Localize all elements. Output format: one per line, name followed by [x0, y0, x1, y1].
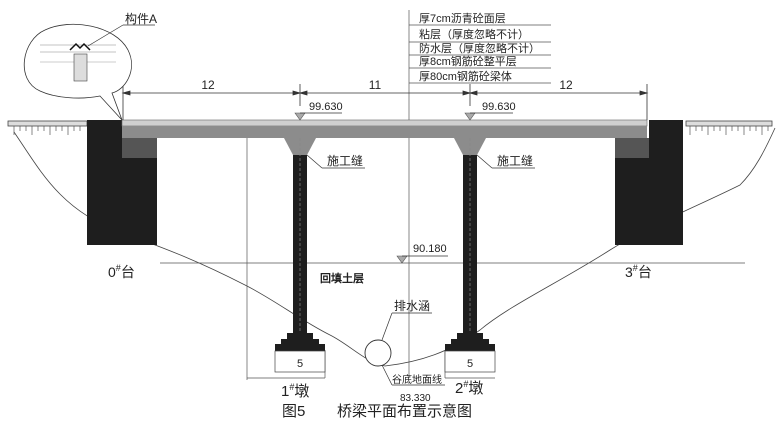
drainage-culvert [364, 339, 392, 367]
span-right-label: 12 [559, 78, 573, 92]
layer-label: 厚8cm钢筋砼整平层 [419, 54, 517, 68]
reference-lines [160, 10, 745, 380]
layer-leader-lines [409, 24, 551, 84]
figure-number: 图5 [282, 403, 305, 420]
elevation-water: 90.180 [413, 243, 447, 255]
abutment-3-label: 3#台 [625, 263, 652, 280]
elevation-marker-icon [464, 112, 476, 121]
layer-label: 防水层（厚度忽略不计） [419, 41, 540, 55]
abutment-0-label: 0#台 [108, 263, 135, 280]
joint-label-left: 施工缝 [327, 153, 363, 168]
abutment-0 [87, 120, 157, 245]
elevation-valley: 83.330 [400, 393, 431, 404]
elevation-marker-icon [396, 255, 408, 264]
span-left-label: 12 [201, 78, 215, 92]
elevation-deck-left: 99.630 [309, 101, 343, 113]
layer-label: 厚80cm钢筋砼梁体 [419, 69, 512, 83]
layer-label: 厚7cm沥青砼面层 [419, 12, 506, 25]
span-middle-label: 11 [369, 78, 382, 92]
footing-label-right: 5 [467, 358, 473, 370]
figure-title: 桥梁平面布置示意图 [337, 402, 472, 420]
pier-2 [444, 138, 496, 373]
culvert-label: 排水涵 [394, 299, 430, 313]
pier-1-label: 1#墩 [281, 382, 309, 400]
layer-label: 粘层（厚度忽略不计） [419, 27, 529, 41]
valley-line-label: 谷底地面线 [392, 373, 442, 386]
elevation-deck-right: 99.630 [482, 101, 516, 113]
pier-2-label: 2#墩 [455, 379, 483, 397]
backfill-label: 回填土层 [320, 271, 364, 285]
elevation-marker-icon [294, 112, 306, 121]
abutment-3 [615, 120, 683, 245]
ground-surface-left [7, 120, 88, 135]
joint-label-right: 施工缝 [497, 153, 533, 168]
ground-surface-right [685, 120, 773, 135]
component-a-label: 构件A [125, 11, 157, 26]
dimension-line [121, 84, 649, 120]
pier-1 [274, 138, 326, 373]
component-a-callout [23, 23, 155, 121]
footing-label-left: 5 [297, 358, 303, 370]
bridge-deck [121, 119, 648, 155]
